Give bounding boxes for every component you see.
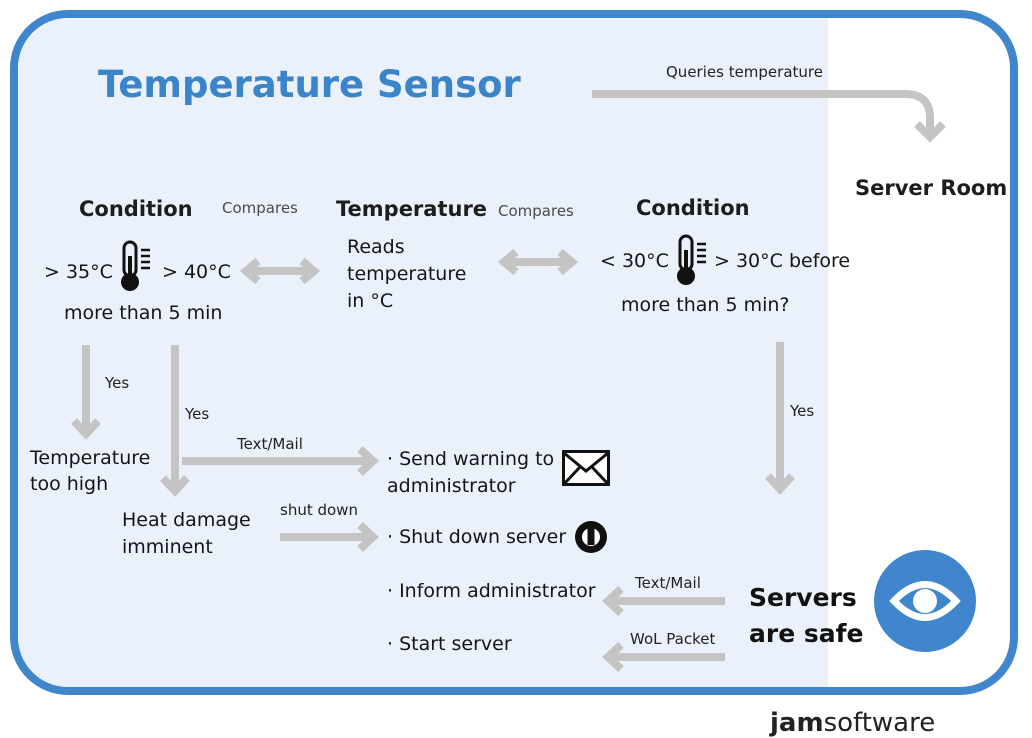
left-condition-header: Condition bbox=[79, 197, 193, 221]
text-mail-label-2: Text/Mail bbox=[635, 574, 701, 592]
yes-label-3: Yes bbox=[790, 402, 815, 420]
right-lower-threshold: < 30°C bbox=[600, 250, 669, 272]
compares-left-head-l bbox=[239, 257, 261, 285]
sensor-line-2: temperature bbox=[347, 263, 467, 285]
eye-icon bbox=[889, 581, 961, 621]
left-upper-threshold: > 40°C bbox=[162, 261, 231, 283]
safe-line-2: are safe bbox=[749, 619, 864, 648]
envelope-icon bbox=[562, 450, 610, 486]
action-inform-admin: · Inform administrator bbox=[387, 580, 596, 602]
text-mail-arrow-head bbox=[357, 446, 379, 476]
compares-left-head-r bbox=[299, 257, 321, 285]
sensor-area-background bbox=[18, 18, 828, 687]
queries-arrow bbox=[592, 90, 934, 132]
yes-label-1: Yes bbox=[105, 374, 130, 392]
server-room-label: Server Room bbox=[855, 176, 1008, 200]
queries-arrow-head bbox=[914, 121, 946, 143]
sensor-header: Temperature bbox=[336, 197, 488, 221]
action-start-server: · Start server bbox=[387, 633, 512, 655]
shut-down-arrow-head bbox=[357, 522, 379, 552]
left-duration: more than 5 min bbox=[64, 302, 223, 324]
text-mail-label-1: Text/Mail bbox=[237, 435, 303, 453]
compares-right-head-l bbox=[497, 248, 519, 276]
power-icon bbox=[575, 521, 607, 553]
diagram-frame bbox=[10, 10, 1018, 695]
right-condition-header: Condition bbox=[636, 196, 750, 220]
action-send-warning-2: administrator bbox=[387, 475, 516, 497]
compares-left-label: Compares bbox=[222, 199, 298, 217]
thermometer-icon bbox=[677, 234, 706, 285]
left-lower-threshold: > 35°C bbox=[44, 261, 113, 283]
thermometer-icon bbox=[121, 240, 150, 291]
inform-arrow-head bbox=[602, 586, 624, 616]
too-high-line-2: too high bbox=[30, 473, 109, 495]
action-send-warning-1: · Send warning to bbox=[387, 448, 555, 470]
jam-software-logo: jamsoftware bbox=[770, 708, 935, 738]
yes-arrow-2-head bbox=[160, 475, 190, 497]
compares-right-label: Compares bbox=[498, 202, 574, 220]
page-title: Temperature Sensor bbox=[98, 63, 521, 106]
compares-right-head-r bbox=[557, 248, 579, 276]
right-upper-threshold: > 30°C before bbox=[714, 250, 851, 272]
sensor-line-1: Reads bbox=[347, 236, 405, 258]
yes-arrow-1-head bbox=[71, 418, 101, 440]
eye-icon-badge bbox=[874, 550, 976, 652]
shut-down-label: shut down bbox=[280, 501, 358, 519]
logo-bold: jam bbox=[770, 708, 824, 738]
safe-line-1: Servers bbox=[749, 583, 857, 612]
wol-arrow-head bbox=[602, 642, 624, 672]
heat-damage-line-2: imminent bbox=[122, 536, 213, 558]
action-shut-down-server: · Shut down server bbox=[387, 526, 567, 548]
yes-arrow-3-head bbox=[765, 473, 795, 495]
wol-label: WoL Packet bbox=[630, 630, 716, 648]
heat-damage-line-1: Heat damage bbox=[122, 509, 251, 531]
sensor-line-3: in °C bbox=[347, 290, 394, 312]
yes-label-2: Yes bbox=[185, 405, 210, 423]
logo-light: software bbox=[823, 708, 936, 738]
right-duration: more than 5 min? bbox=[621, 294, 790, 316]
too-high-line-1: Temperature bbox=[30, 447, 151, 469]
queries-label: Queries temperature bbox=[666, 63, 823, 81]
